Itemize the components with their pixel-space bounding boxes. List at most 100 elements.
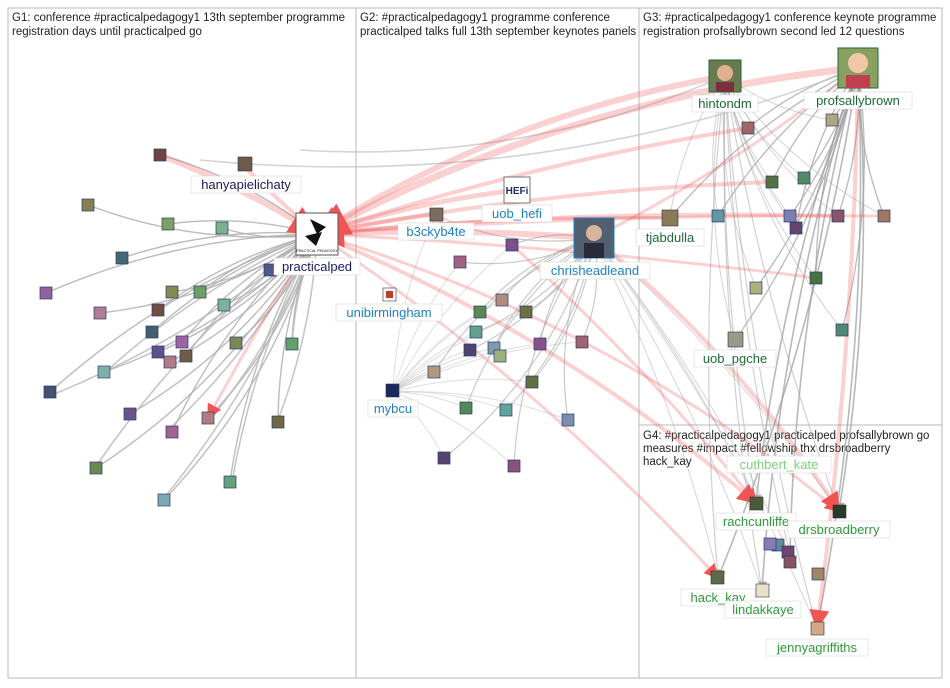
edge-gray [708, 75, 726, 579]
edge-red [314, 187, 518, 239]
avatar-node[interactable] [123, 407, 137, 421]
avatar-node[interactable] [115, 251, 129, 265]
avatar-node[interactable] [575, 335, 589, 349]
node-profsallybrown[interactable]: profsallybrown [803, 47, 913, 110]
avatar-node[interactable] [89, 461, 103, 475]
avatar-node[interactable] [711, 209, 725, 223]
avatar-node[interactable] [145, 325, 159, 339]
chrisheadleand-avatar [586, 225, 602, 241]
avatar-node[interactable] [469, 325, 483, 339]
avatar-node[interactable] [783, 209, 797, 223]
edge-gray [716, 67, 859, 579]
avatar-node[interactable] [165, 425, 179, 439]
avatar-node[interactable] [505, 238, 519, 252]
avatar-node[interactable] [811, 567, 825, 581]
avatar-node[interactable] [179, 349, 193, 363]
avatar-node[interactable] [427, 365, 441, 379]
avatar-node[interactable] [507, 459, 521, 473]
avatar-node[interactable] [825, 113, 839, 127]
edge-red [315, 126, 749, 238]
avatar-node[interactable] [43, 385, 57, 399]
lindakkaye-label: lindakkaye [732, 602, 793, 617]
node-uob-hefi[interactable]: HEFi uob_hefi [481, 176, 553, 223]
edge-gray [789, 67, 861, 217]
avatar-node[interactable] [789, 221, 803, 235]
avatar-node[interactable] [175, 335, 189, 349]
edge-red [510, 243, 758, 505]
edge-gray [392, 311, 527, 393]
avatar-node[interactable] [151, 303, 165, 317]
node-uob-pgche[interactable]: uob_pgche [693, 331, 777, 368]
avatar-node[interactable] [229, 336, 243, 350]
avatar-node[interactable] [437, 451, 451, 465]
cuthbert-kate-label: cuthbert_kate [740, 457, 819, 472]
avatar-node[interactable] [453, 255, 467, 269]
avatar-node[interactable] [797, 171, 811, 185]
avatar-node[interactable] [493, 349, 507, 363]
avatar-node[interactable] [161, 217, 175, 231]
edge-gray [723, 75, 757, 504]
avatar-node[interactable] [217, 298, 231, 312]
avatar-node[interactable] [749, 281, 763, 295]
node-chrisheadleand[interactable]: chrisheadleand [539, 217, 651, 280]
node-practicalped[interactable]: PRACTICAL PEDAGOGY practicalped [273, 212, 361, 276]
avatar-node[interactable] [835, 323, 849, 337]
avatar-node[interactable] [533, 337, 547, 351]
node-drsbroadberry[interactable]: drsbroadberry [787, 504, 891, 539]
avatar-node[interactable] [81, 198, 95, 212]
avatar-node[interactable] [97, 365, 111, 379]
avatar-node[interactable] [463, 343, 477, 357]
avatar-node[interactable] [163, 355, 177, 369]
avatar-node[interactable] [223, 475, 237, 489]
avatar-node[interactable] [153, 148, 167, 162]
node-hintondm[interactable]: hintondm [691, 59, 759, 113]
node-mybcu[interactable]: mybcu [367, 383, 419, 418]
avatar-node[interactable] [525, 375, 539, 389]
node-b3ckyb4te[interactable]: b3ckyb4te [397, 207, 475, 241]
node-rachcunliffe[interactable]: rachcunliffe [715, 496, 797, 531]
node-jennyagriffiths[interactable]: jennyagriffiths [765, 621, 869, 657]
avatar-node[interactable] [499, 403, 513, 417]
chrisheadleand-label: chrisheadleand [551, 263, 639, 278]
edge-gray [785, 67, 859, 556]
avatar-node[interactable] [763, 537, 777, 551]
node-unibirmingham[interactable]: unibirmingham [335, 287, 443, 322]
node-lindakkaye[interactable]: lindakkaye [724, 583, 802, 619]
avatar-node[interactable] [201, 411, 215, 425]
node-hanyapielichaty[interactable]: hanyapielichaty [190, 156, 302, 194]
avatar-node[interactable] [165, 285, 179, 299]
avatar-node[interactable] [741, 121, 755, 135]
avatar-node[interactable] [783, 555, 797, 569]
avatar-node[interactable] [93, 306, 107, 320]
edge-gray [392, 378, 533, 393]
avatar-node[interactable] [459, 401, 473, 415]
avatar-node[interactable] [215, 221, 229, 235]
avatar-node[interactable] [561, 413, 575, 427]
avatar-node[interactable] [193, 285, 207, 299]
avatar-node[interactable] [765, 175, 779, 189]
edge-gray [563, 237, 595, 421]
avatar-node[interactable] [39, 286, 53, 300]
avatar-node[interactable] [157, 493, 171, 507]
node-tjabdulla[interactable]: tjabdulla [635, 209, 705, 247]
edge-gray [465, 237, 595, 409]
avatar-node[interactable] [473, 305, 487, 319]
avatar-node[interactable] [519, 305, 533, 319]
avatar-node[interactable] [151, 345, 165, 359]
group-frames [7, 7, 943, 679]
edge-gray [49, 232, 318, 393]
avatar-node[interactable] [495, 293, 509, 307]
hanyapielichaty-label: hanyapielichaty [201, 177, 291, 192]
rachcunliffe-label: rachcunliffe [723, 514, 789, 529]
avatar-node[interactable] [831, 209, 845, 223]
avatar-node[interactable] [809, 271, 823, 285]
tjabdulla-label: tjabdulla [646, 230, 695, 245]
edge-gray [593, 237, 763, 591]
avatar-node[interactable] [877, 209, 891, 223]
avatar-node[interactable] [271, 415, 285, 429]
avatar-node[interactable] [285, 337, 299, 351]
edge-gray [199, 66, 859, 168]
node-cuthbert-kate[interactable]: cuthbert_kate [726, 455, 832, 474]
edge-red [316, 232, 720, 580]
edge-gray [433, 237, 595, 373]
